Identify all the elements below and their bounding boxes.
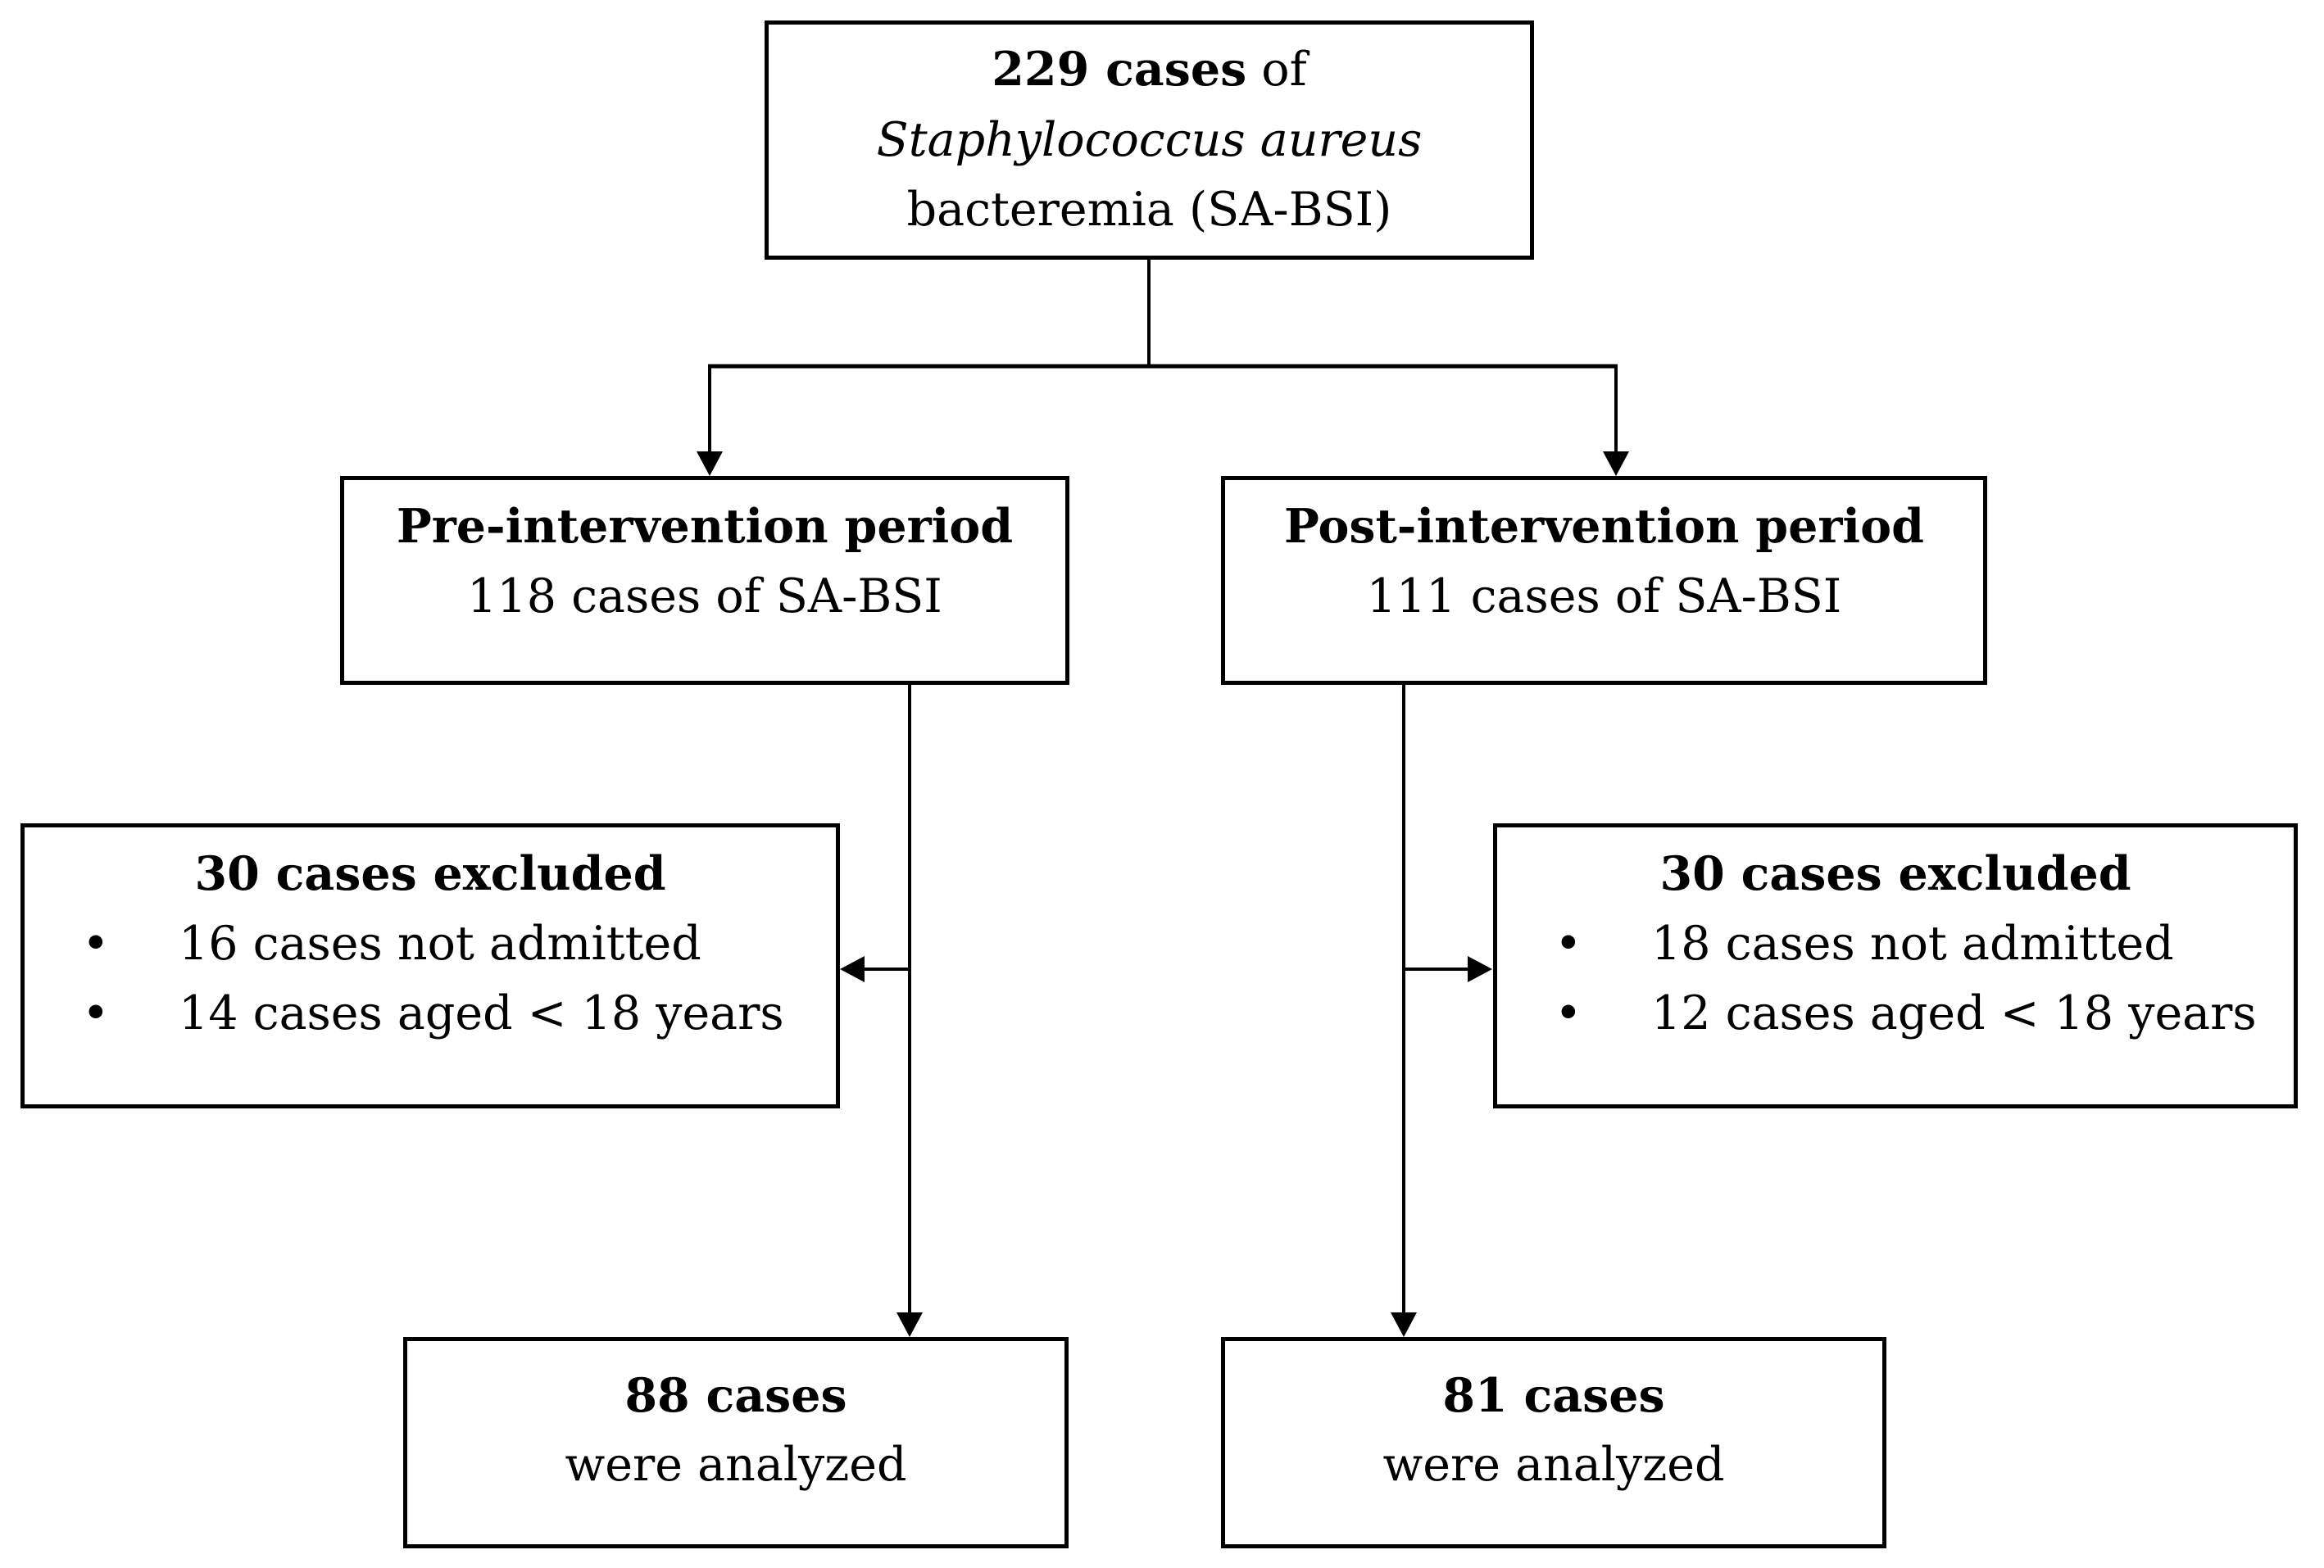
total-cases-line1: 229 cases of (992, 34, 1306, 106)
bullet-icon: • (82, 986, 110, 1040)
post-intervention-title: Post-intervention period (1284, 499, 1924, 554)
total-cases-suffix: of (1246, 43, 1307, 97)
post-analyzed-line2: were analyzed (1382, 1438, 1725, 1492)
arrowhead-pre-exclusion (840, 956, 865, 982)
pre-intervention-box: Pre-intervention period 118 cases of SA-… (340, 476, 1069, 685)
pre-analyzed-line2: were analyzed (565, 1438, 907, 1492)
arrowhead-pre-final (896, 1312, 923, 1337)
bullet-icon: • (1555, 916, 1582, 971)
total-cases-box: 229 cases of Staphylococcus aureus bacte… (765, 20, 1534, 260)
post-exclusion-item: • 18 cases not admitted (1497, 909, 2294, 980)
arrowhead-post-exclusion (1468, 956, 1492, 982)
pre-analyzed-box: 88 cases were analyzed (403, 1337, 1069, 1548)
bullet-icon: • (82, 916, 110, 971)
post-exclusion-title: 30 cases excluded (1659, 846, 2131, 901)
arrowhead-post-box (1603, 451, 1629, 476)
post-intervention-subtitle: 111 cases of SA-BSI (1366, 569, 1842, 623)
pre-analyzed-count: 88 cases (624, 1367, 847, 1423)
post-exclusion-item-text: 18 cases not admitted (1651, 916, 2174, 971)
post-exclusion-item: • 12 cases aged < 18 years (1497, 979, 2294, 1049)
pre-intervention-subtitle: 118 cases of SA-BSI (467, 569, 942, 623)
pre-exclusion-item: • 14 cases aged < 18 years (25, 979, 836, 1049)
post-analyzed-count: 81 cases (1442, 1367, 1665, 1423)
total-cases-line3: bacteremia (SA-BSI) (906, 183, 1392, 238)
bullet-icon: • (1555, 986, 1582, 1040)
pre-intervention-title: Pre-intervention period (396, 499, 1014, 554)
post-exclusion-item-text: 12 cases aged < 18 years (1651, 986, 2257, 1040)
pre-exclusion-item-text: 16 cases not admitted (179, 916, 701, 971)
pre-exclusion-item-text: 14 cases aged < 18 years (179, 986, 784, 1040)
pre-exclusion-title: 30 cases excluded (194, 846, 666, 901)
pre-exclusion-box: 30 cases excluded • 16 cases not admitte… (20, 823, 840, 1108)
post-analyzed-box: 81 cases were analyzed (1221, 1337, 1886, 1548)
arrowhead-pre-box (697, 451, 723, 476)
pre-exclusion-item: • 16 cases not admitted (25, 909, 836, 980)
post-exclusion-box: 30 cases excluded • 18 cases not admitte… (1493, 823, 2298, 1108)
organism-name: Staphylococcus aureus (876, 112, 1423, 167)
arrowhead-post-final (1391, 1312, 1417, 1337)
post-intervention-box: Post-intervention period 111 cases of SA… (1221, 476, 1987, 685)
total-cases-count: 229 cases (992, 42, 1247, 97)
